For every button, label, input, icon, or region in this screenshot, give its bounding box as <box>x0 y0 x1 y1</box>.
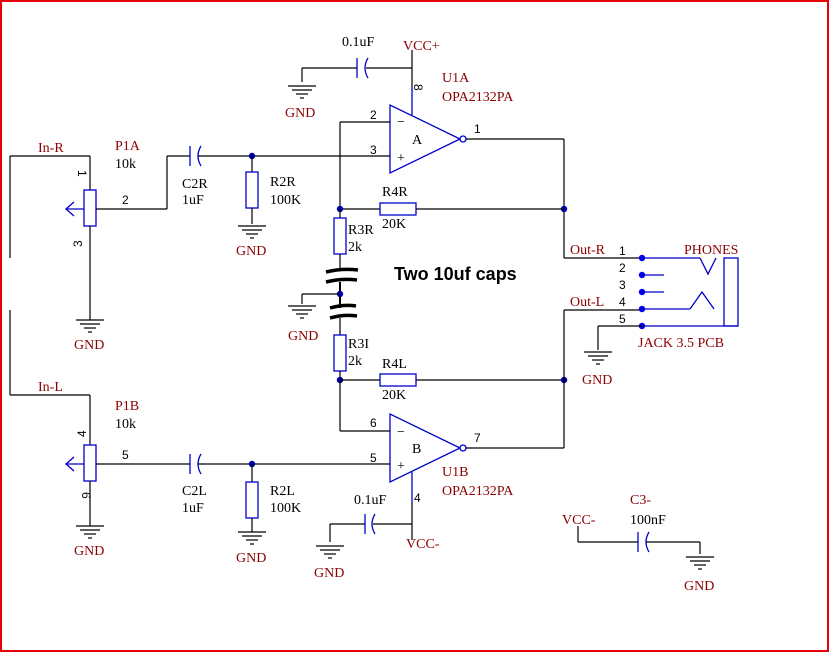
u1b-letter: B <box>412 442 421 457</box>
jack-name: PHONES <box>684 243 738 258</box>
r3r-ref: R3R <box>348 223 374 238</box>
u1b-pin-5: 5 <box>370 451 377 465</box>
gnd-label-mid: GND <box>288 329 318 344</box>
u1b-pin-7: 7 <box>474 431 481 445</box>
c3-ref: C3- <box>630 493 651 508</box>
gnd-label: GND <box>285 106 315 121</box>
u1b-plus: + <box>397 459 405 474</box>
u1a-part: OPA2132PA <box>442 90 514 105</box>
pot-p1b: P1B 10k 4 5 6 <box>65 395 139 526</box>
p1b-pin-4: 4 <box>75 430 89 437</box>
c2r-ref: C2R <box>182 177 208 192</box>
gnd-label-r2r: GND <box>236 244 266 259</box>
u1a-minus: − <box>397 115 405 130</box>
resistor-r2l: R2L 100K <box>245 464 301 532</box>
gnd-label-bot: GND <box>314 566 344 581</box>
r3l-ref: R3I <box>348 337 369 352</box>
cap-c2l: C2L 1uF <box>182 453 252 516</box>
resistor-r3l: R3I 2k <box>333 334 369 380</box>
p1b-pin-5: 5 <box>122 448 129 462</box>
u1b-pin-4: 4 <box>414 491 421 505</box>
resistor-r2r: R2R 100K <box>245 156 301 224</box>
pot-p1a: P1A 10k 1 2 3 <box>65 139 141 320</box>
in-l-label: In-L <box>38 380 63 395</box>
p1a-value: 10k <box>115 157 136 172</box>
resistor-r4l: R4L 20K <box>340 357 564 403</box>
r3l-value: 2k <box>348 354 362 369</box>
out-l-label: Out-L <box>570 295 604 310</box>
gnd-label-c3: GND <box>684 579 714 594</box>
r2r-value: 100K <box>270 193 301 208</box>
p1a-ref: P1A <box>115 139 141 154</box>
opamp-u1a: A − + 2 3 1 8 U1A OPA2132PA <box>370 71 514 175</box>
vcc-pos-label: VCC+ <box>403 39 440 54</box>
c2r-value: 1uF <box>182 193 204 208</box>
resistor-r4r: R4R 20K <box>340 185 564 232</box>
c2l-value: 1uF <box>182 501 204 516</box>
r2l-value: 100K <box>270 501 301 516</box>
c2l-ref: C2L <box>182 484 207 499</box>
p1a-pin-1: 1 <box>75 170 89 177</box>
u1a-pin-1: 1 <box>474 122 481 136</box>
jack-pin-1: 1 <box>619 244 626 258</box>
u1b-ref: U1B <box>442 465 468 480</box>
cap-decoupling-bottom: 0.1uF <box>330 493 412 535</box>
u1a-pin-3: 3 <box>370 143 377 157</box>
jack-part: JACK 3.5 PCB <box>638 336 724 351</box>
p1b-ref: P1B <box>115 399 139 414</box>
r4l-value: 20K <box>382 388 406 403</box>
u1a-ref: U1A <box>442 71 470 86</box>
jack-pin-5: 5 <box>619 312 626 326</box>
r2r-ref: R2R <box>270 175 296 190</box>
r4r-ref: R4R <box>382 185 408 200</box>
r2l-ref: R2L <box>270 484 295 499</box>
u1a-letter: A <box>412 133 423 148</box>
jack-phones: 1 2 3 4 5 PHONES JACK 3.5 PCB <box>619 243 739 351</box>
gnd-label-jack: GND <box>582 373 612 388</box>
cap-decoupling-top: 0.1uF <box>302 35 412 79</box>
resistor-r3r: R3R 2k <box>333 209 374 270</box>
p1a-pin-3: 3 <box>71 240 85 247</box>
vcc-neg-label: VCC- <box>406 537 440 552</box>
u1a-plus: + <box>397 151 405 166</box>
u1b-pin-6: 6 <box>370 416 377 430</box>
out-r-label: Out-R <box>570 243 606 258</box>
annotation-two-caps: Two 10uf caps <box>394 264 517 284</box>
c3-value: 100nF <box>630 513 666 528</box>
u1b-part: OPA2132PA <box>442 484 514 499</box>
jack-pin-3: 3 <box>619 278 626 292</box>
u1b-minus: − <box>397 425 405 440</box>
r3r-value: 2k <box>348 240 362 255</box>
cap-c3: VCC- C3- 100nF <box>562 493 701 554</box>
u1a-pin-2: 2 <box>370 108 377 122</box>
r4l-ref: R4L <box>382 357 407 372</box>
r4r-value: 20K <box>382 217 406 232</box>
opamp-u1b: B − + 6 5 7 4 U1B OPA2132PA <box>370 412 514 505</box>
gnd-label-p1a: GND <box>74 338 104 353</box>
in-r-label: In-R <box>38 141 64 156</box>
gnd-label-p1b: GND <box>74 544 104 559</box>
gnd-label-r2l: GND <box>236 551 266 566</box>
hand-drawn-caps <box>325 267 359 335</box>
p1a-pin-2: 2 <box>122 193 129 207</box>
p1b-pin-6: 6 <box>79 492 93 499</box>
cap-bot-value: 0.1uF <box>354 493 387 508</box>
c3-net-label: VCC- <box>562 513 596 528</box>
cap-top-value: 0.1uF <box>342 35 375 50</box>
u1a-pin-8: 8 <box>411 84 425 91</box>
p1b-value: 10k <box>115 417 136 432</box>
cap-c2r: C2R 1uF <box>167 145 252 208</box>
jack-pin-4: 4 <box>619 295 626 309</box>
jack-pin-2: 2 <box>619 261 626 275</box>
